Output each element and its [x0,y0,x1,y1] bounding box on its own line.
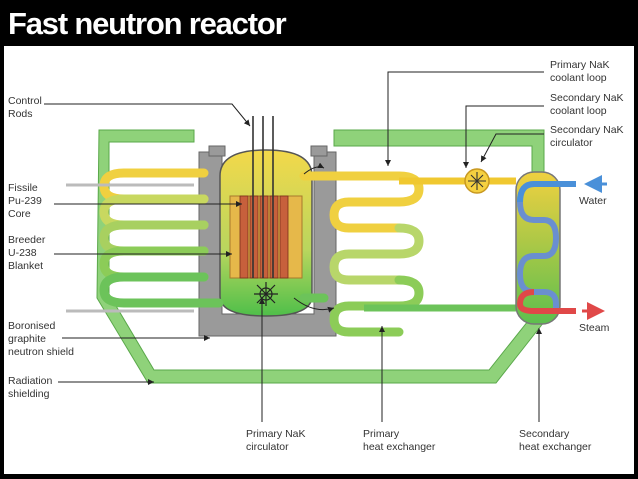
label-water: Water [579,195,607,207]
steam-generator-coil [516,181,576,314]
label-secondary-circulator: Secondary NaK circulator [550,124,626,149]
radiation-shielding-left [96,129,545,384]
label-primary-heat-exchanger: Primary heat exchanger [363,428,436,453]
steam-coil-lower [516,289,576,314]
label-radiation-shielding: Radiation shielding [8,375,55,400]
left-heat-exchanger-coils [99,168,224,308]
page-title: Fast neutron reactor [8,6,287,41]
control-rods [252,116,274,278]
label-neutron-shield: Boronised graphite neutron shield [8,320,74,358]
graphite-shield-lip-right [310,145,328,157]
label-secondary-coolant-loop: Secondary NaK coolant loop [550,92,626,117]
label-secondary-heat-exchanger: Secondary heat exchanger [519,428,592,453]
leader-lines [44,71,544,422]
label-primary-circulator: Primary NaK circulator [246,428,308,453]
primary-circulator-icon [254,282,278,306]
label-breeder-blanket: Breeder U-238 Blanket [8,234,48,272]
label-steam: Steam [579,322,610,334]
fissile-core [239,195,289,279]
left-breeder-pipes [66,183,194,313]
diagram-panel: Control Rods Fissile Pu-239 Core Breeder… [4,46,634,474]
graphite-shield-lip-left [208,145,226,157]
reactor-diagram: Control Rods Fissile Pu-239 Core Breeder… [8,59,626,453]
label-fissile-core: Fissile Pu-239 Core [8,182,45,220]
label-primary-coolant-loop: Primary NaK coolant loop [550,59,612,84]
secondary-circulator-icon [464,168,490,194]
label-control-rods: Control Rods [8,95,45,120]
steam-coil-upper [517,181,576,203]
secondary-heat-exchanger [515,171,561,325]
